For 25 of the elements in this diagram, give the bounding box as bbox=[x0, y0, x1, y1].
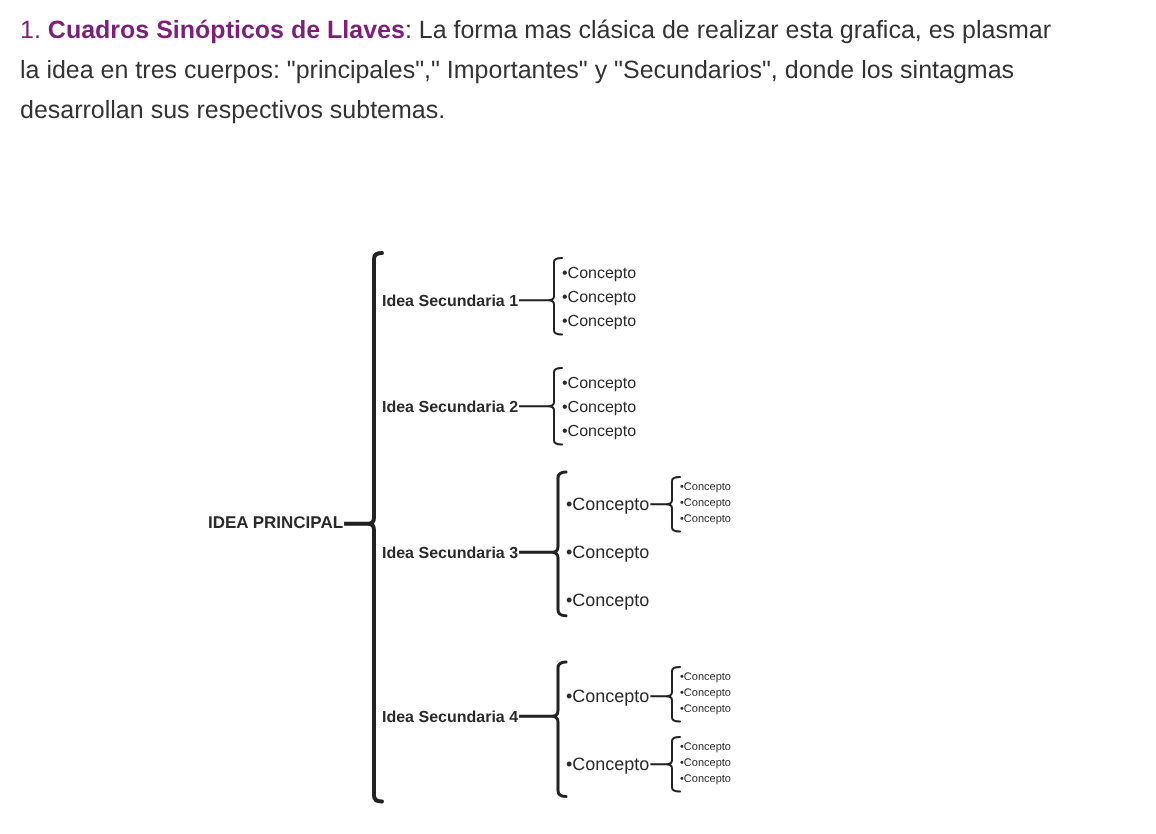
concept-text: •Concepto bbox=[566, 542, 650, 563]
concept-text: •Concepto bbox=[566, 494, 650, 515]
concept-text: •Concepto bbox=[566, 686, 650, 707]
brace bbox=[517, 470, 568, 618]
secondary-idea-text: Idea Secundaria 3 bbox=[382, 543, 519, 562]
brace bbox=[649, 736, 681, 793]
brace bbox=[649, 476, 681, 533]
concept-text: •Concepto bbox=[562, 397, 637, 416]
concept-text: •Concepto bbox=[562, 421, 637, 440]
concept-text: •Concepto bbox=[566, 754, 650, 775]
secondary-idea-text: Idea Secundaria 2 bbox=[382, 397, 519, 416]
brace bbox=[518, 257, 563, 336]
brace bbox=[518, 367, 563, 446]
concept-text: •Concepto bbox=[562, 263, 637, 282]
intro-paragraph: 1. Cuadros Sinópticos de Llaves: La forma mas clásica de realizar esta grafica, es plasmar la idea en tres cuerpos: "principales"," Importantes" y "Secundarios", donde los sintagmas desarrollan sus respectivos subtemas. bbox=[20, 14, 1053, 128]
brace bbox=[649, 666, 681, 723]
concept-text: •Concepto bbox=[562, 311, 637, 330]
brace bbox=[517, 660, 568, 799]
concept-text: •Concepto bbox=[562, 287, 637, 306]
secondary-idea-text: Idea Secundaria 1 bbox=[382, 291, 519, 310]
main-idea-text: IDEA PRINCIPAL bbox=[208, 514, 344, 534]
secondary-idea-text: Idea Secundaria 4 bbox=[382, 707, 519, 726]
concept-text: •Concepto bbox=[566, 590, 650, 611]
brace bbox=[342, 251, 384, 804]
concept-text: •Concepto bbox=[562, 373, 637, 392]
